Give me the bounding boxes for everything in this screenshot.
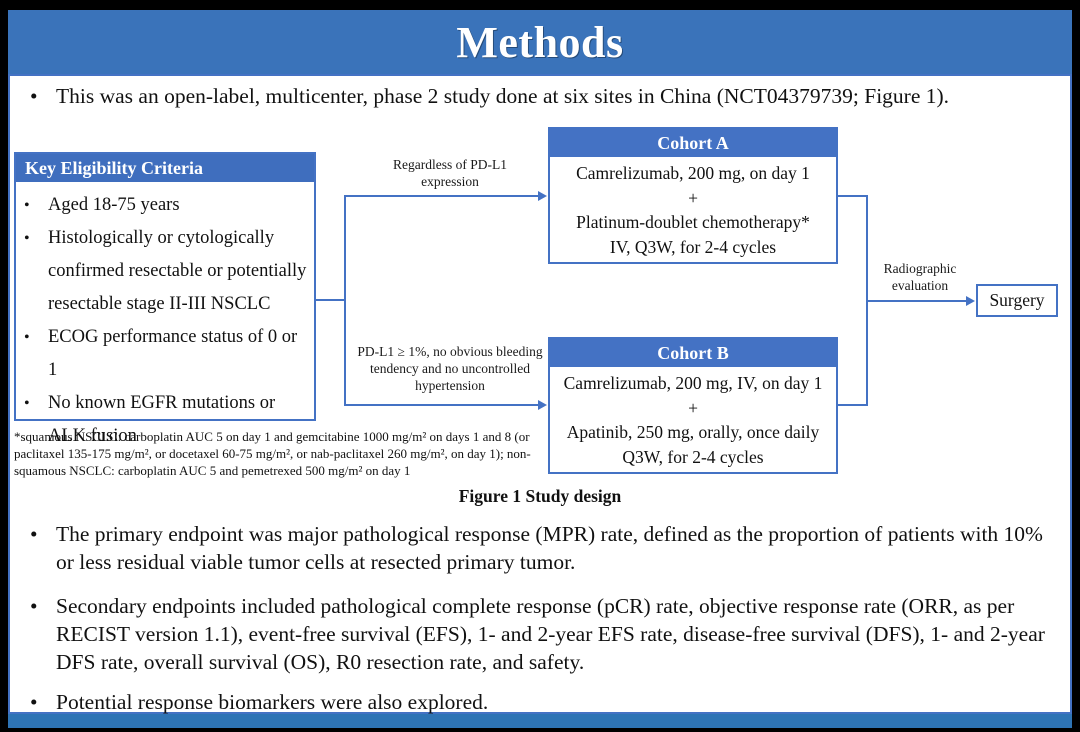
arrowhead-icon — [538, 191, 547, 201]
cohort-a-box: Cohort A Camrelizumab, 200 mg, on day 1 … — [548, 127, 838, 264]
list-item: • No known EGFR mutations or ALK fusion — [24, 387, 310, 453]
plus-sign: + — [688, 397, 698, 418]
eligibility-box-header: Key Eligibility Criteria — [16, 154, 314, 182]
bullet-intro: • This was an open-label, multicenter, p… — [28, 82, 1060, 110]
arrow-to-cohort-a — [344, 195, 539, 197]
figure-footnote: *squamous NSCLC: carboplatin AUC 5 on da… — [14, 429, 531, 478]
cohort-b-line: Camrelizumab, 200 mg, IV, on day 1 — [563, 372, 823, 393]
surgery-label: Surgery — [989, 290, 1045, 310]
branch-label-cohort-b: PD-L1 ≥ 1%, no obvious bleeding tendency… — [357, 344, 543, 393]
page-title: Methods — [456, 17, 624, 67]
bullet-icon: • — [30, 594, 38, 618]
list-item: • ECOG performance status of 0 or 1 — [24, 321, 310, 387]
bullet-icon: • — [30, 690, 38, 714]
cohort-b-box: Cohort B Camrelizumab, 200 mg, IV, on da… — [548, 337, 838, 474]
cohort-a-line: IV, Q3W, for 2-4 cycles — [609, 237, 777, 258]
bullet-icon: • — [24, 329, 30, 346]
connector-line — [838, 404, 868, 406]
connector-line — [316, 299, 345, 301]
bullet-biomarkers-text: Potential response biomarkers were also … — [56, 690, 489, 714]
bullet-primary-text: The primary endpoint was major pathologi… — [56, 522, 1043, 574]
arrowhead-icon — [538, 400, 547, 410]
cohort-a-line: Platinum-doublet chemotherapy* — [576, 212, 810, 233]
arrow-to-surgery — [866, 300, 967, 302]
list-item: • Aged 18-75 years — [24, 189, 310, 222]
bullet-secondary-text: Secondary endpoints included pathologica… — [56, 594, 1045, 674]
list-item: • Histologically or cytologically confir… — [24, 222, 310, 321]
arrowhead-icon — [966, 296, 975, 306]
cohort-b-body: Camrelizumab, 200 mg, IV, on day 1 + Apa… — [550, 367, 836, 474]
cohort-a-header: Cohort A — [550, 129, 836, 157]
plus-sign: + — [688, 187, 698, 208]
bullet-icon: • — [24, 230, 30, 247]
footer-bar — [8, 714, 1072, 728]
radiographic-evaluation-label: Radiographic evaluation — [883, 261, 957, 293]
bullet-icon: • — [30, 84, 38, 108]
eligibility-box: Key Eligibility Criteria • Aged 18-75 ye… — [14, 152, 316, 446]
connector-line — [838, 195, 868, 197]
eligibility-item-text: Histologically or cytologically confirme… — [48, 228, 307, 314]
eligibility-item-text: Aged 18-75 years — [48, 195, 180, 215]
cohort-a-line: Camrelizumab, 200 mg, on day 1 — [576, 162, 810, 183]
title-bar: Methods — [8, 10, 1072, 74]
bullet-intro-text: This was an open-label, multicenter, pha… — [56, 84, 950, 108]
bullet-icon: • — [30, 522, 38, 546]
figure-caption: Figure 1 Study design — [458, 486, 622, 506]
cohort-b-line: Apatinib, 250 mg, orally, once daily — [566, 422, 820, 443]
cohort-b-title: Cohort B — [657, 342, 729, 363]
eligibility-box-title: Key Eligibility Criteria — [25, 157, 203, 178]
eligibility-item-text: No known EGFR mutations or ALK fusion — [48, 393, 276, 446]
bullet-icon: • — [24, 395, 30, 412]
bullet-secondary-endpoints: • Secondary endpoints included pathologi… — [28, 592, 1062, 676]
eligibility-item-text: ECOG performance status of 0 or 1 — [48, 327, 298, 380]
cohort-a-body: Camrelizumab, 200 mg, on day 1 + Platinu… — [550, 157, 836, 264]
bullet-primary-endpoint: • The primary endpoint was major patholo… — [28, 520, 1062, 576]
bullet-biomarkers: • Potential response biomarkers were als… — [28, 688, 1062, 716]
arrow-to-cohort-b — [344, 404, 539, 406]
connector-line — [344, 195, 346, 406]
branch-label-cohort-a: Regardless of PD-L1 expression — [393, 157, 507, 189]
cohort-b-header: Cohort B — [550, 339, 836, 367]
eligibility-list: • Aged 18-75 years • Histologically or c… — [16, 182, 314, 453]
cohort-b-line: Q3W, for 2-4 cycles — [622, 447, 764, 468]
cohort-a-title: Cohort A — [657, 132, 729, 153]
surgery-box: Surgery — [976, 284, 1058, 317]
bullet-icon: • — [24, 197, 30, 214]
